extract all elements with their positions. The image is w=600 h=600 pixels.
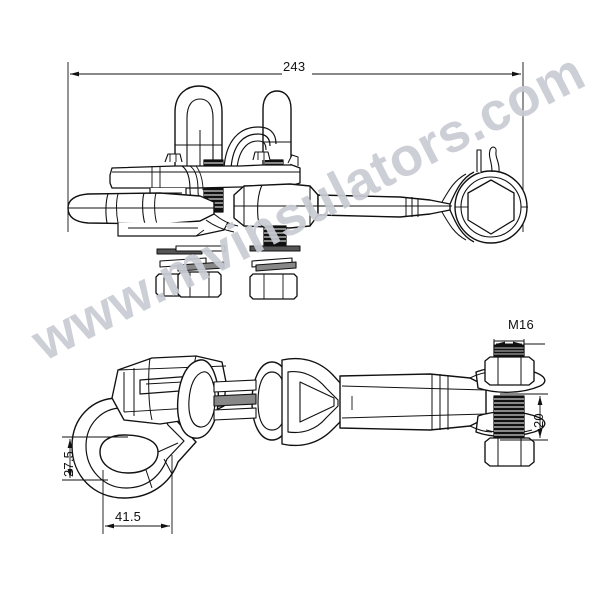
dimension-label-hook-width: 41.5 [115, 509, 142, 524]
clamp-main-body [281, 357, 487, 447]
dimension-label-overall-length: 243 [283, 59, 306, 74]
oval-boss-left [176, 359, 219, 439]
dimension-label-bolt-gap: 20 [531, 413, 546, 428]
bolt-assembly [484, 340, 535, 467]
dimension-label-bolt-thread: M16 [508, 317, 534, 332]
socket-arm-body [233, 171, 475, 243]
link-connector [213, 379, 257, 421]
dimension-m16 [493, 339, 545, 352]
hex-eye-head [454, 146, 528, 244]
top-view-assembly [67, 85, 528, 300]
hardware-group-left [155, 245, 226, 298]
dimension-20 [500, 393, 548, 441]
socket-tongue-end [67, 192, 239, 237]
dimension-41-5 [102, 455, 173, 534]
dimension-label-hook-height: 27.5 [61, 450, 76, 477]
hardware-group-right [249, 245, 301, 300]
bridge-strap [223, 126, 277, 169]
rib-details-right [252, 151, 299, 166]
threaded-stud-tail [263, 225, 287, 247]
dimension-27-5 [62, 436, 128, 481]
bottom-view-assembly [71, 340, 546, 499]
